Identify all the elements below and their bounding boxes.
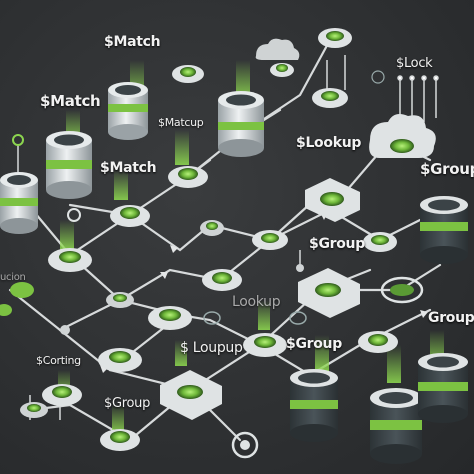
label-sorting: $Corting	[36, 354, 81, 367]
database-icon	[108, 82, 148, 140]
process-block-icon	[160, 370, 222, 420]
label-group-right: $Group	[420, 160, 474, 178]
node-icon	[202, 269, 242, 291]
node-icon	[200, 220, 224, 236]
node-icon	[110, 205, 150, 227]
hub-nodes	[20, 28, 398, 451]
label-matcup: $Matcup	[158, 116, 204, 129]
node-icon	[20, 402, 48, 418]
label-group-far-right: Group	[428, 310, 474, 326]
node-icon	[168, 166, 208, 188]
database-icon	[0, 172, 38, 234]
label-lookup-faint: Lookup	[232, 294, 281, 310]
database-icon	[290, 369, 338, 442]
node-icon	[243, 333, 287, 357]
node-icon	[358, 331, 398, 353]
node-icon	[106, 292, 134, 308]
cloud-icon	[369, 114, 436, 158]
label-loupup: $ Loupup	[180, 340, 243, 356]
label-match-left: $Match	[40, 92, 101, 110]
node-icon	[312, 88, 348, 108]
node-icon	[318, 28, 352, 48]
node-icon	[100, 429, 140, 451]
node-icon	[252, 230, 288, 250]
label-group-center: $Group	[286, 336, 342, 352]
node-icon	[363, 232, 397, 252]
node-icon	[148, 306, 192, 330]
database-icon	[370, 388, 422, 464]
node-icon	[48, 248, 92, 272]
label-lookup-top: $Lookup	[296, 135, 362, 151]
process-block-icon	[305, 178, 360, 222]
ring-markers	[0, 70, 424, 459]
cloud-icon	[255, 38, 300, 77]
label-lock: $Lock	[396, 56, 433, 71]
database-icon	[46, 131, 92, 199]
process-block-icon	[298, 268, 360, 318]
node-icon	[172, 65, 204, 83]
database-cylinders	[0, 82, 468, 464]
database-icon	[420, 196, 468, 264]
node-icon	[98, 348, 142, 372]
label-group-bottom: $Group	[104, 396, 151, 411]
label-ucion: ucion	[0, 272, 26, 283]
node-icon	[42, 384, 82, 406]
process-blocks	[160, 38, 436, 420]
database-icon	[218, 91, 264, 157]
database-icon	[418, 353, 468, 423]
label-match-top: $Match	[104, 34, 161, 50]
label-group-mid: $Group	[309, 236, 365, 252]
label-match-mid: $Match	[100, 160, 157, 176]
